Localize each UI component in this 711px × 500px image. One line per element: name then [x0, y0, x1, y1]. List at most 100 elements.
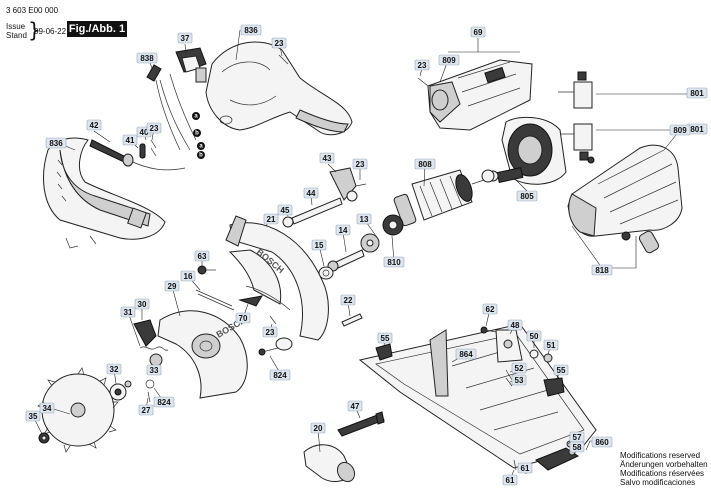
part-tag-35: 35	[25, 410, 41, 422]
part-tag-836-b: 836	[240, 24, 262, 36]
part-tag-text: a	[194, 114, 198, 120]
screw-23-guard	[269, 315, 277, 325]
spindle-14	[327, 249, 365, 272]
stator-805	[487, 116, 567, 185]
washer-33	[149, 353, 163, 367]
clamping-screw-35	[38, 432, 50, 444]
part-tag-text: 43	[323, 154, 332, 163]
part-tag-55-b: 55	[553, 364, 569, 376]
handle-housing-left	[43, 137, 166, 249]
part-tag-42: 42	[86, 119, 102, 131]
pin-22	[341, 313, 363, 327]
part-tag-text: 818	[595, 266, 609, 275]
part-tag-13: 13	[356, 213, 372, 225]
part-tag-14: 14	[335, 224, 351, 236]
part-tag-text: 31	[124, 308, 133, 317]
lever-30	[133, 319, 157, 347]
part-tag-51: 51	[543, 339, 559, 351]
part-tag-text: 27	[142, 406, 151, 415]
spring-16	[195, 289, 235, 311]
part-tag-text: 805	[520, 192, 534, 201]
part-tag-63: 63	[194, 250, 210, 262]
saw-blade-34	[37, 367, 119, 453]
note-en: Modifications reserved	[620, 451, 701, 460]
power-cable	[89, 139, 186, 171]
brace-glyph: }	[28, 18, 41, 42]
part-tag-text: 44	[307, 189, 316, 198]
lower-guard-29: BOSCH	[157, 310, 248, 399]
part-tag-text: 57	[573, 433, 582, 442]
note-fr: Modifications réservées	[620, 469, 705, 478]
knob-55-right	[543, 377, 565, 397]
part-tag-text: 809	[673, 126, 687, 135]
part-tag-32: 32	[106, 363, 122, 375]
part-tag-text: 48	[511, 321, 520, 330]
part-tag-text: 836	[244, 26, 258, 35]
part-tag-text: 61	[521, 464, 530, 473]
switch-37	[175, 47, 207, 83]
armature-808	[393, 169, 495, 227]
part-tag-16: 16	[180, 270, 196, 282]
part-tag-text: 62	[486, 305, 495, 314]
part-tag-50: 50	[526, 330, 542, 342]
part-tag-text: 23	[356, 160, 365, 169]
part-tag-21: 21	[263, 213, 279, 225]
part-tag-31: 31	[120, 306, 136, 318]
wiring-838	[146, 64, 197, 151]
part-tag-a-1: a	[197, 142, 205, 150]
part-tag-text: 53	[515, 376, 524, 385]
part-tag-text: 824	[273, 371, 287, 380]
part-tag-44: 44	[303, 187, 319, 199]
part-tag-808: 808	[414, 158, 436, 170]
part-tag-61-b: 61	[502, 474, 518, 486]
part-tag-text: 808	[418, 160, 432, 169]
part-tag-824-b: 824	[153, 396, 175, 408]
cable-clamp-41	[139, 143, 146, 159]
part-tag-23-c: 23	[414, 59, 430, 71]
part-tag-text: 801	[690, 125, 704, 134]
part-tag-text: 35	[29, 412, 38, 421]
part-tag-45: 45	[277, 204, 293, 216]
part-tag-text: 63	[198, 252, 207, 261]
figure-title: Fig./Abb. 1	[67, 21, 127, 37]
part-tag-text: 860	[595, 438, 609, 447]
motor-housing-809	[567, 144, 683, 254]
part-tag-text: 47	[351, 402, 360, 411]
part-tag-48: 48	[507, 319, 523, 331]
part-tag-30: 30	[134, 298, 150, 310]
shaft-44	[291, 197, 343, 225]
part-tag-text: 801	[690, 89, 704, 98]
part-tag-text: 32	[110, 365, 119, 374]
part-tag-text: 864	[459, 350, 473, 359]
part-tag-62: 62	[482, 303, 498, 315]
part-tag-text: 23	[418, 61, 427, 70]
clamp-screws-52-53	[505, 369, 513, 387]
part-tag-864: 864	[455, 348, 477, 360]
part-tag-text: 61	[506, 476, 515, 485]
knob-55-left	[375, 343, 393, 361]
bevel-gear-13	[360, 214, 404, 253]
issue-label: Issue	[6, 22, 26, 31]
part-tag-text: 838	[140, 54, 154, 63]
part-tag-text: 22	[344, 296, 353, 305]
issue-date: 09-06-22	[34, 27, 67, 36]
part-tag-text: 40	[140, 128, 149, 137]
part-tag-23-d: 23	[352, 158, 368, 170]
part-tag-810: 810	[383, 256, 405, 268]
part-tag-text: 23	[266, 328, 275, 337]
part-tag-text: 20	[314, 424, 323, 433]
part-tag-838: 838	[136, 52, 158, 64]
part-tag-text: 836	[49, 139, 63, 148]
part-tag-text: b	[195, 131, 199, 137]
part-tag-55-a: 55	[377, 332, 393, 344]
part-tag-text: 30	[138, 300, 147, 309]
part-tag-text: 16	[184, 272, 193, 281]
part-tag-58: 58	[569, 441, 585, 453]
part-tag-text: 45	[281, 206, 290, 215]
part-tag-23-a: 23	[271, 37, 287, 49]
clamp-flange-32	[109, 380, 132, 401]
part-tag-text: 50	[530, 332, 539, 341]
part-tag-47: 47	[347, 400, 363, 412]
